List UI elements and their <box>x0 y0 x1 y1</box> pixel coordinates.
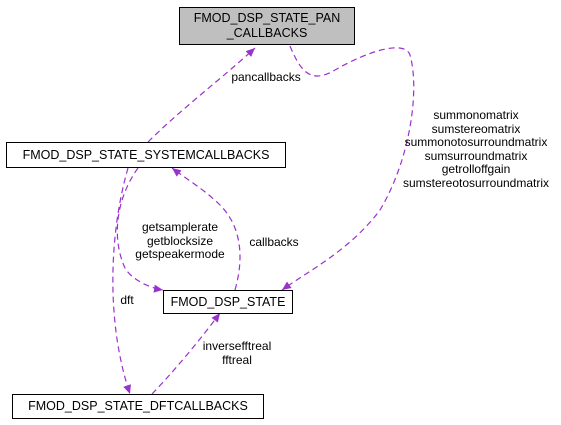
edge-label-getsamplerate-line: getsamplerate <box>141 220 219 234</box>
edge-label-summonomatrix-line: summonomatrix <box>433 108 519 122</box>
edge-label-fftreal-line: fftreal <box>222 352 252 367</box>
edge-label-summonomatrix: summonomatrix sumstereomatrix summonotos… <box>402 108 550 190</box>
edge-inversefftreal <box>151 312 221 395</box>
edge-pancallbacks <box>147 47 256 143</box>
edge-getsamplerate <box>116 167 164 293</box>
edge-label-callbacks-line: callbacks <box>249 235 299 249</box>
node-system-callbacks[interactable]: FMOD_DSP_STATE_SYSTEMCALLBACKS <box>6 142 286 168</box>
edge-label-getrolloffgain-line: getrolloffgain <box>441 162 511 176</box>
edge-label-dft-line: dft <box>120 293 134 307</box>
edge-label-pancallbacks-line: pancallbacks <box>231 70 301 84</box>
edge-label-getspeakermode-line: getspeakermode <box>135 247 225 261</box>
node-dsp-state-label: FMOD_DSP_STATE <box>170 294 286 309</box>
edge-label-callbacks: callbacks <box>249 235 299 250</box>
edge-label-sumstereomatrix-line: sumstereomatrix <box>431 121 521 136</box>
edge-label-dft: dft <box>120 293 134 308</box>
edge-summonomatrix <box>281 45 415 291</box>
edge-label-sumsurroundmatrix-line: sumsurroundmatrix <box>424 148 528 163</box>
edge-label-inversefftreal: inversefftreal fftreal <box>202 339 272 367</box>
node-dft-callbacks[interactable]: FMOD_DSP_STATE_DFTCALLBACKS <box>12 394 264 419</box>
node-pan-callbacks: FMOD_DSP_STATE_PAN _CALLBACKS <box>179 7 355 45</box>
edge-label-getblocksize-line: getblocksize <box>146 233 214 248</box>
edge-callbacks <box>171 167 241 291</box>
edge-label-inversefftreal-line: inversefftreal <box>202 339 272 353</box>
edge-dft <box>112 167 131 395</box>
edge-label-sumstereotosurroundmatrix-line: sumstereotosurroundmatrix <box>402 175 550 190</box>
node-pan-callbacks-line1: FMOD_DSP_STATE_PAN <box>193 11 341 25</box>
edge-label-pancallbacks: pancallbacks <box>231 70 301 85</box>
edge-label-getsamplerate: getsamplerate getblocksize getspeakermod… <box>135 220 225 262</box>
node-system-callbacks-label: FMOD_DSP_STATE_SYSTEMCALLBACKS <box>22 147 270 162</box>
node-dft-callbacks-label: FMOD_DSP_STATE_DFTCALLBACKS <box>28 399 248 413</box>
node-pan-callbacks-line2: _CALLBACKS <box>226 26 308 40</box>
edge-label-summonotosurroundmatrix-line: summonotosurroundmatrix <box>404 135 548 149</box>
node-dsp-state[interactable]: FMOD_DSP_STATE <box>163 290 293 314</box>
